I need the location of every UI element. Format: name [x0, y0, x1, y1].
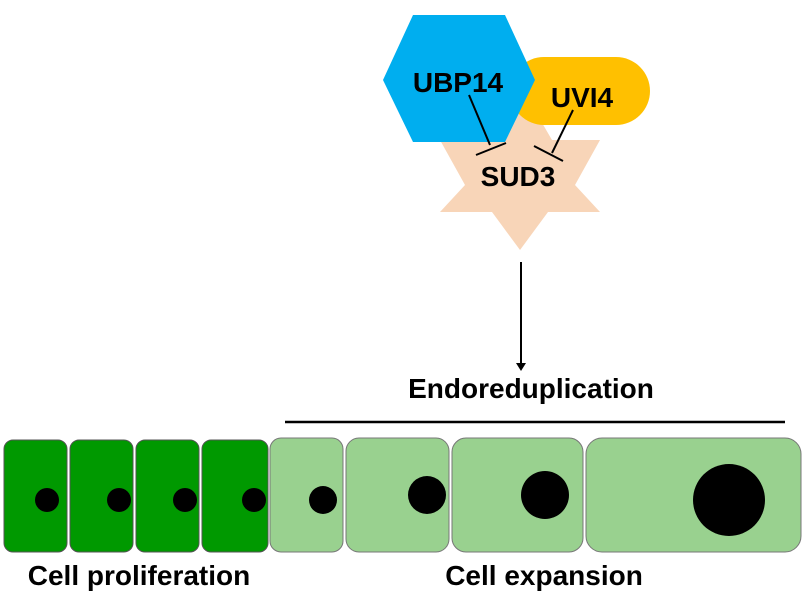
arrow-head-icon [516, 363, 526, 371]
nucleus [35, 488, 59, 512]
nucleus [107, 488, 131, 512]
uvi4-inhibition-bar [533, 145, 564, 162]
expanding-cells [269, 437, 802, 553]
nucleus [408, 476, 446, 514]
expanding-cell [269, 437, 344, 553]
ubp14-hexagon-shape [383, 15, 535, 142]
proliferating-cell [201, 439, 269, 553]
nucleus [693, 464, 765, 536]
expanding-cell [345, 437, 450, 553]
cell-proliferation-label: Cell proliferation [28, 560, 250, 591]
uvi4-pill-shape [510, 57, 650, 125]
nucleus [242, 488, 266, 512]
nucleus [521, 471, 569, 519]
proliferating-cell [135, 439, 200, 553]
proliferating-cell [3, 439, 68, 553]
uvi4-label: UVI4 [551, 82, 614, 113]
uvi4-inhibition-line [551, 109, 574, 154]
proliferating-cell [69, 439, 134, 553]
cell-expansion-label: Cell expansion [445, 560, 643, 591]
nucleus [173, 488, 197, 512]
ubp14-inhibition-bar [475, 142, 507, 156]
ubp14-inhibition-line [468, 94, 491, 146]
ubp14-label: UBP14 [413, 67, 504, 98]
sud3-label: SUD3 [481, 161, 556, 192]
proliferating-cells [3, 439, 269, 553]
sud3-star-shape [440, 85, 600, 250]
endoreduplication-label: Endoreduplication [408, 373, 654, 404]
expanding-cell [451, 437, 584, 553]
nucleus [309, 486, 337, 514]
